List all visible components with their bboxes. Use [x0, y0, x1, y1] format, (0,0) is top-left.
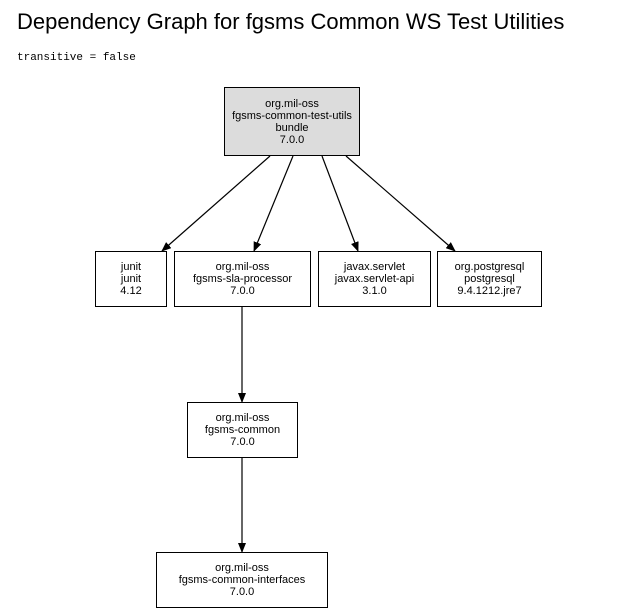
node-line: org.mil-oss [215, 261, 270, 273]
node-fgsms-common: org.mil-oss fgsms-common 7.0.0 [187, 402, 298, 458]
node-line: postgresql [464, 273, 515, 285]
node-line: javax.servlet-api [334, 273, 415, 285]
node-line: fgsms-common [204, 424, 281, 436]
node-line: 7.0.0 [229, 586, 255, 598]
node-fgsms-common-interfaces: org.mil-oss fgsms-common-interfaces 7.0.… [156, 552, 328, 608]
node-postgresql: org.postgresql postgresql 9.4.1212.jre7 [437, 251, 542, 307]
edge-test-utils-to-junit [161, 155, 271, 252]
node-fgsms-common-test-utils: org.mil-oss fgsms-common-test-utils bund… [224, 87, 360, 156]
node-junit: junit junit 4.12 [95, 251, 167, 307]
node-line: junit [120, 273, 142, 285]
transitive-setting: transitive = false [17, 52, 136, 64]
page-title: Dependency Graph for fgsms Common WS Tes… [17, 9, 565, 34]
node-line: 3.1.0 [362, 285, 387, 297]
node-line: 4.12 [120, 285, 142, 297]
node-fgsms-sla-processor: org.mil-oss fgsms-sla-processor 7.0.0 [174, 251, 311, 307]
node-javax-servlet-api: javax.servlet javax.servlet-api 3.1.0 [318, 251, 431, 307]
node-line: 7.0.0 [230, 285, 255, 297]
edge-test-utils-to-postgresql [345, 155, 456, 252]
node-line: org.postgresql [454, 261, 525, 273]
edge-test-utils-to-sla-processor [253, 155, 294, 252]
node-line: 9.4.1212.jre7 [457, 285, 522, 297]
node-line: org.mil-oss [215, 412, 270, 424]
node-line: fgsms-sla-processor [192, 273, 293, 285]
node-line: 7.0.0 [230, 436, 255, 448]
node-line: junit [120, 261, 142, 273]
node-line: 7.0.0 [279, 133, 305, 146]
node-line: bundle [275, 121, 309, 134]
node-line: org.mil-oss [265, 97, 319, 110]
node-line: org.mil-oss [215, 562, 269, 574]
node-line: fgsms-common-interfaces [178, 574, 306, 586]
edge-test-utils-to-servlet-api [321, 155, 359, 252]
node-line: fgsms-common-test-utils [232, 109, 352, 122]
node-line: javax.servlet [343, 261, 406, 273]
